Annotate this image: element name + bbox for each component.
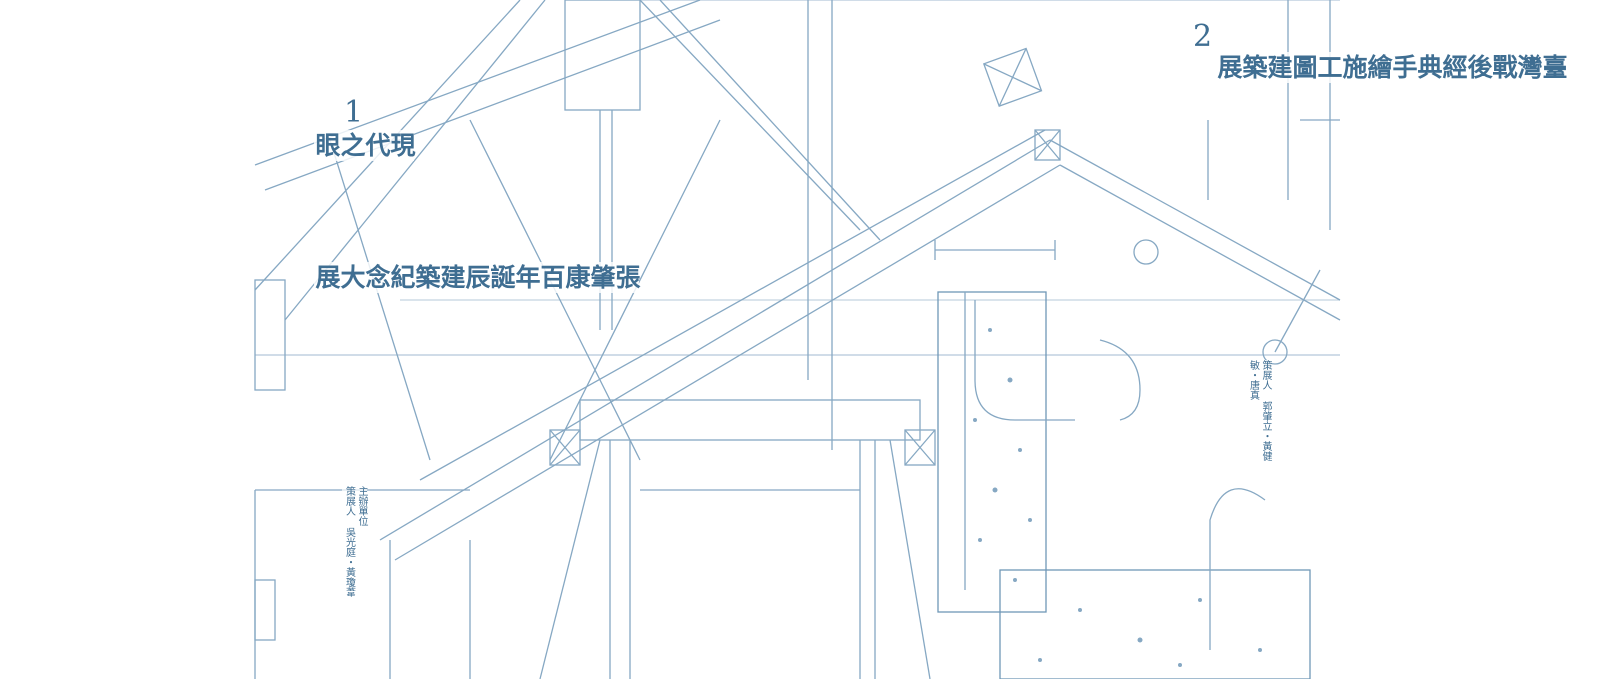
exhibit-2-credit-line: 策展人 郭肇立・黃健敏・唐真	[1247, 360, 1272, 461]
joint-box-1	[982, 47, 1043, 107]
exhibit-2-number: 2	[1193, 19, 1213, 54]
exhibit-1-subtitle: 張肇康百年誕辰建築紀念大展	[312, 262, 641, 293]
exhibit-1-credit-line: 策展人 吳光庭・黃瓊葦	[343, 486, 355, 597]
exhibit-1-credit-line: 主辦單位	[356, 486, 367, 526]
exhibit-1-number: 1	[344, 95, 364, 130]
exhibit-2-credits: 策展人 郭肇立・黃健敏・唐真	[1246, 360, 1271, 480]
exhibit-1-credits: 主辦單位 策展人 吳光庭・黃瓊葦	[342, 486, 367, 626]
exhibit-1-title: 現代之眼	[312, 130, 416, 161]
exhibit-2-title: 臺灣戰後經典手繪施工圖建築展	[1214, 52, 1568, 83]
